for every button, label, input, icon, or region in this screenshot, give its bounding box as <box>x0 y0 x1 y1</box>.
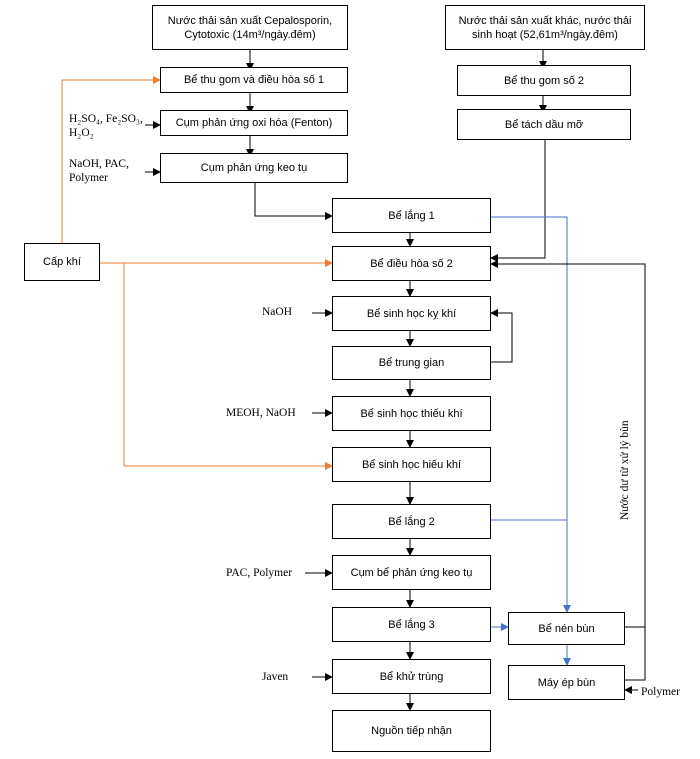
edge-air-aerobic <box>123 263 333 470</box>
label-chem-coag1: NaOH, PAC, Polymer <box>69 158 129 184</box>
label-chem-disinfect: Javen <box>262 671 289 683</box>
node-air-supply: Cấp khí <box>24 243 100 281</box>
edge-press-return <box>625 627 646 681</box>
label-chem-press: Polymer <box>641 686 680 698</box>
edge-air-collect1 <box>61 76 161 243</box>
edge-intermediate-loop <box>490 309 513 363</box>
node-disinfect: Bể khử trùng <box>332 659 491 694</box>
node-input-other: Nước thải sản xuất khác, nước thải sinh … <box>445 5 645 50</box>
node-thickener: Bể nén bùn <box>508 612 625 645</box>
node-press: Máy ép bùn <box>508 665 625 700</box>
edge-settle1-thickener <box>491 216 571 613</box>
edge-coag1-settle1 <box>254 183 333 220</box>
label-chem-anoxic: MEOH, NaOH <box>226 407 296 419</box>
node-intermediate: Bể trung gian <box>332 346 491 380</box>
label-chem-coag2: PAC, Polymer <box>226 567 293 579</box>
label-sludge-water: Nước dư từ xử lý bùn <box>619 420 631 520</box>
edge-sludge-water-return <box>490 260 646 628</box>
node-settle1: Bể lắng 1 <box>332 198 491 233</box>
node-anoxic: Bể sinh học thiếu khí <box>332 396 491 431</box>
node-coag2: Cụm bể phản ứng keo tụ <box>332 555 491 590</box>
node-coag1: Cụm phản ứng keo tụ <box>160 153 348 183</box>
label-chem-anaerobic: NaOH <box>262 306 293 318</box>
node-aerobic: Bể sinh học hiếu khí <box>332 447 491 482</box>
label-chem-fenton: H₂SO₄, Fe₂SO₃, H₂O₂ <box>69 113 143 139</box>
node-collect1: Bể thu gom và điều hòa số 1 <box>160 67 348 93</box>
node-anaerobic: Bể sinh học kỵ khí <box>332 296 491 331</box>
node-input-cepha: Nước thải sản xuất Cepalosporin, Cytotox… <box>152 5 348 50</box>
edge-oilsep-equal2 <box>490 140 546 262</box>
node-receiver: Nguồn tiếp nhận <box>332 710 491 752</box>
node-settle2: Bể lắng 2 <box>332 504 491 539</box>
node-collect2: Bể thu gom số 2 <box>457 65 631 96</box>
node-fenton: Cụm phản ứng oxi hóa (Fenton) <box>160 110 348 136</box>
node-settle3: Bể lắng 3 <box>332 607 491 642</box>
node-oilsep: Bể tách dầu mỡ <box>457 109 631 140</box>
node-equal2: Bể điều hòa số 2 <box>332 246 491 281</box>
